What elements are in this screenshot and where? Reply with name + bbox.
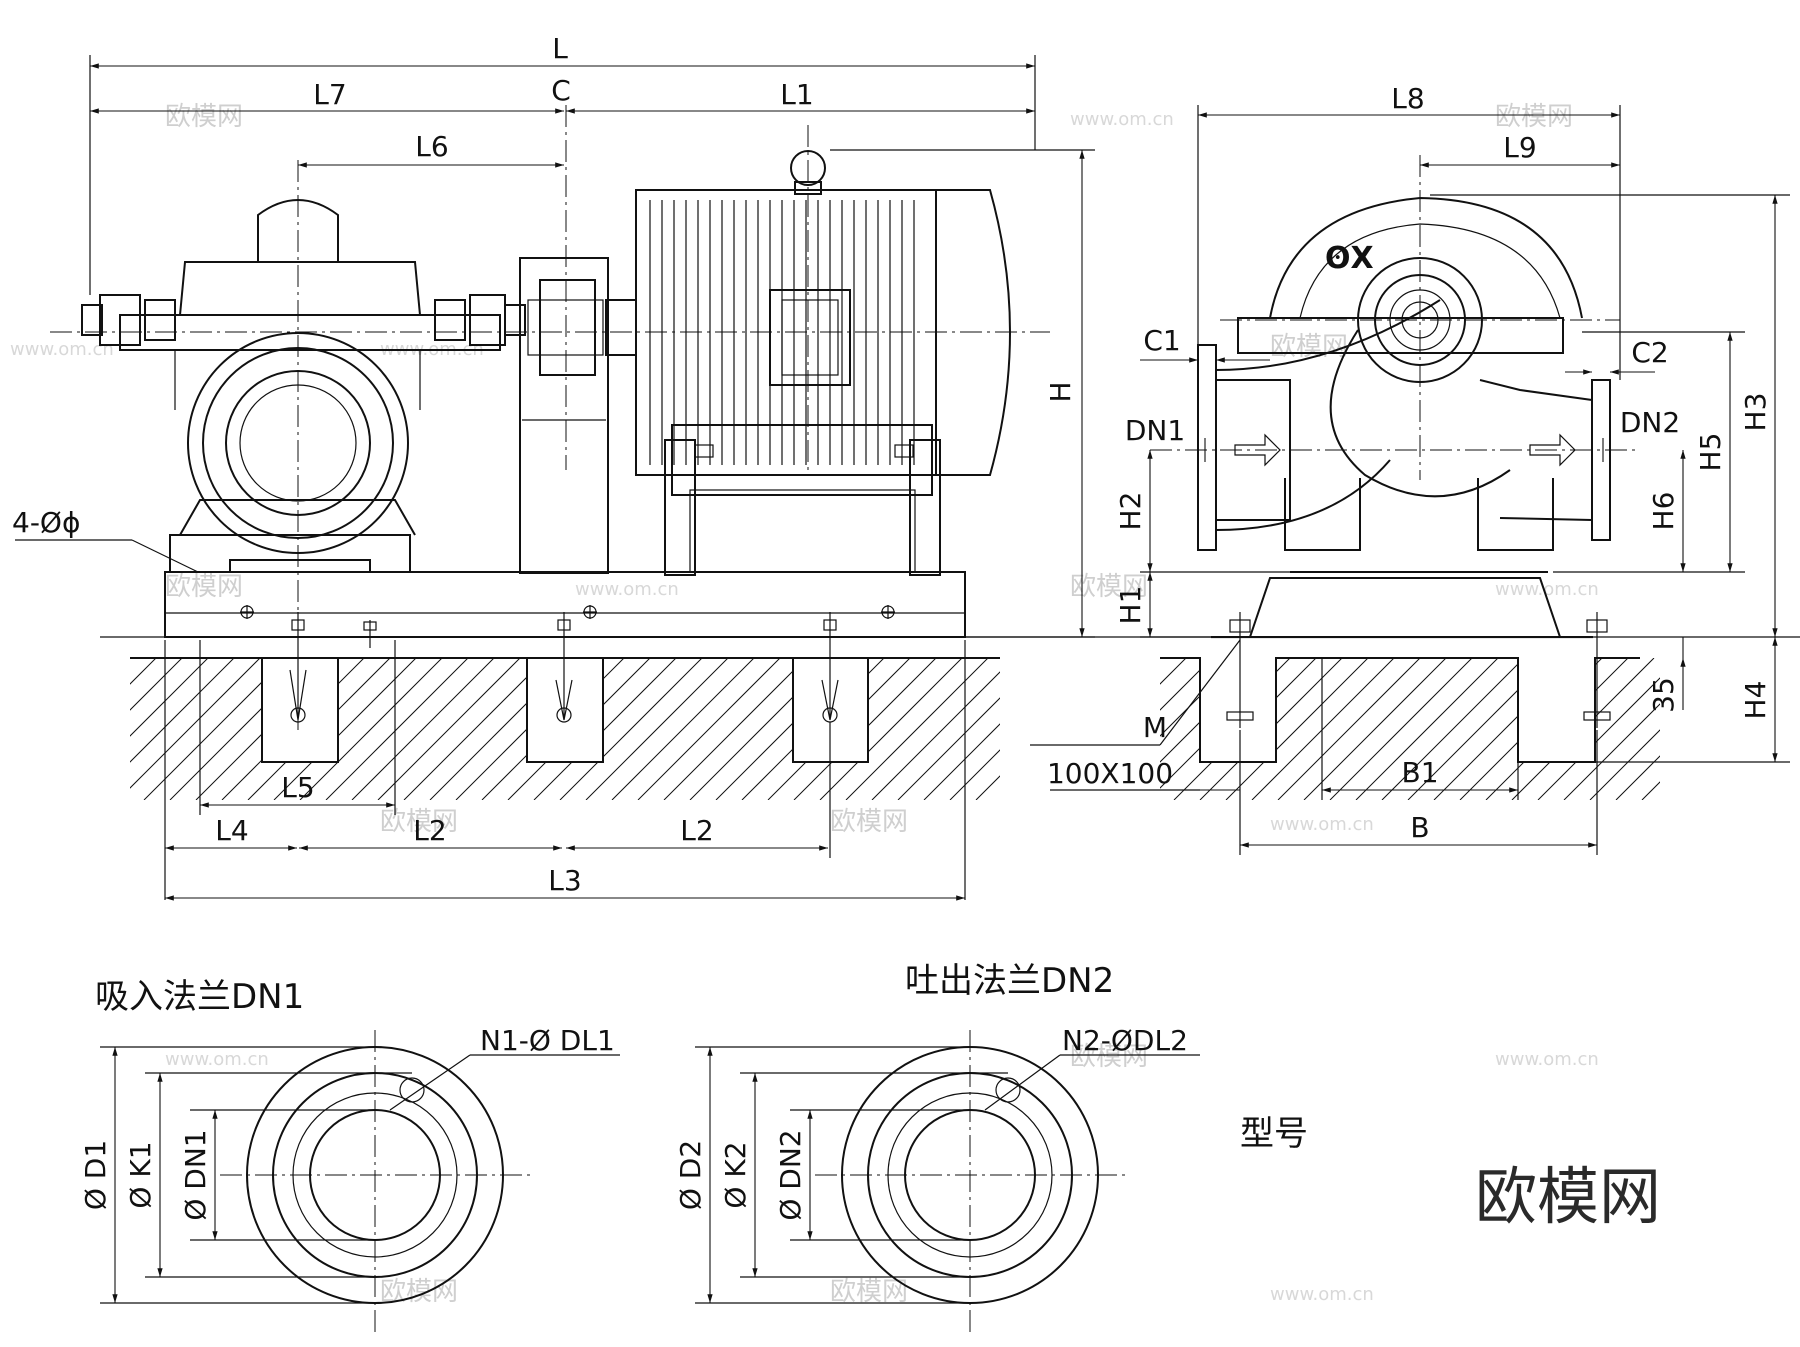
watermark: 欧模网 [1070,1042,1148,1072]
dim-label-L1: L1 [780,78,813,111]
dim-label-H3: H3 [1739,393,1772,432]
dim-label-L3: L3 [548,864,581,897]
dim-label-DN1-flange: Ø DN1 [179,1129,212,1220]
ground-hatch [130,658,1000,800]
dim-label-H2: H2 [1114,492,1147,531]
dim-label-K2: Ø K2 [719,1141,752,1208]
watermark: www.om.cn [1270,1284,1374,1305]
dim-label-DN2: DN2 [1620,406,1680,439]
dim-label-M: M [1143,711,1167,744]
watermark: 欧模网 [165,102,243,132]
dim-label-H4: H4 [1739,681,1772,720]
side-view: ʘX [1030,82,1800,855]
discharge-flange-holes-label: N2-ØDL2 [1062,1024,1188,1057]
watermark-layer: 欧模网 www.om.cn 欧模网 www.om.cn 欧模网 www.om.cn 欧模网 w… [10,102,1599,1307]
suction-flange-caption: 吸入法兰DN1 [95,977,304,1017]
suction-flange-detail: 吸入法兰DN1 N1-Ø DL1 Ø D1 Ø K1 Ø DN1 [79,977,620,1335]
dim-label-L8: L8 [1391,82,1424,115]
watermark: www.om.cn [1495,579,1599,600]
dim-label-depth: 35 [1647,677,1680,713]
site-logo: 欧模网 [1475,1160,1661,1233]
watermark: 欧模网 [830,807,908,837]
dim-label-L9: L9 [1503,131,1536,164]
dim-label-D1: Ø D1 [79,1140,112,1210]
watermark: www.om.cn [575,579,679,600]
watermark: 欧模网 [380,807,458,837]
watermark: www.om.cn [10,339,114,360]
dim-label-L5: L5 [281,771,314,804]
dim-label-L2: L2 [413,814,446,847]
watermark: www.om.cn [165,1049,269,1070]
discharge-flange-detail: 吐出法兰DN2 N2-ØDL2 Ø D2 Ø K2 Ø DN2 [674,961,1200,1335]
dim-label-B: B [1410,811,1429,844]
dim-label-pad: 100X100 [1047,757,1173,790]
watermark: www.om.cn [1495,1049,1599,1070]
dim-label-H1: H1 [1114,586,1147,625]
dim-label-H: H [1044,381,1077,402]
dim-label-bolt-holes: 4-Øɸ [12,506,80,539]
dim-label-H5: H5 [1694,433,1727,472]
dim-label-L7: L7 [313,78,346,111]
dim-label-L4: L4 [215,814,248,847]
dim-label-D2: Ø D2 [674,1140,707,1210]
dim-label-L2: L2 [680,814,713,847]
watermark: 欧模网 [1270,332,1348,362]
dim-label-K1: Ø K1 [124,1141,157,1208]
front-view: L L7 C L1 L6 H 4-Øɸ L5 L4 L2 L2 L3 [12,32,1095,901]
dim-label-L6: L6 [415,130,448,163]
dim-label-L: L [552,32,568,65]
model-label: 型号 [1240,1114,1308,1154]
suction-flange-holes-label: N1-Ø DL1 [480,1024,615,1057]
svg-text:ʘX: ʘX [1325,241,1374,276]
dim-label-DN1: DN1 [1125,414,1185,447]
dim-label-C1: C1 [1143,324,1180,357]
dim-label-B1: B1 [1401,756,1438,789]
watermark: 欧模网 [165,572,243,602]
watermark: www.om.cn [1070,109,1174,130]
dim-label-DN2-flange: Ø DN2 [774,1129,807,1220]
dim-label-C2: C2 [1631,336,1668,369]
watermark: www.om.cn [1270,814,1374,835]
discharge-flange-caption: 吐出法兰DN2 [905,961,1114,1001]
dim-label-C: C [551,74,571,107]
dim-label-H6: H6 [1647,492,1680,531]
watermark: 欧模网 [1495,102,1573,132]
watermark: 欧模网 [830,1277,908,1307]
